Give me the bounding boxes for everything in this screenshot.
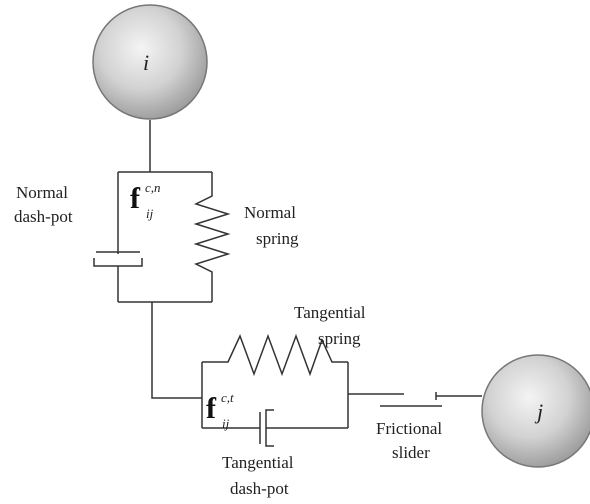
normal-dashpot-label-1: Normal [16,183,68,202]
sphere-j-shape [481,354,590,468]
dashpot-cylinder [93,258,143,267]
tangential-dashpot-label-1: Tangential [222,453,294,472]
normal-force-symbol: f c,n ij [130,180,161,221]
tangential-force-f: f [206,392,217,425]
frictional-slider-label-2: slider [392,443,430,462]
normal-dashpot-label-2: dash-pot [14,207,73,226]
normal-spring-label-2: spring [256,229,299,248]
tangential-branch [201,333,482,447]
tangential-dashpot-label-2: dash-pot [230,479,289,498]
tangential-force-symbol: f c,t ij [206,390,234,431]
tangential-spring-coil [202,333,348,377]
normal-spring-coil [193,172,231,302]
frictional-slider-label-1: Frictional [376,419,442,438]
sphere-i-shape [92,4,208,120]
particle-i: i [92,4,208,120]
tangential-spring-label-1: Tangential [294,303,366,322]
particle-i-label: i [143,50,149,75]
tangential-spring-label-2: spring [318,329,361,348]
particle-j-label: j [534,399,543,424]
wire-to-tangential [151,302,202,399]
normal-spring-label-1: Normal [244,203,296,222]
normal-force-f: f [130,182,141,215]
normal-force-sub: ij [146,206,154,221]
tangential-force-sup: c,t [221,390,234,405]
normal-force-sup: c,n [145,180,161,195]
particle-j: j [481,354,590,468]
normal-branch [93,120,231,399]
tangential-force-sub: ij [222,416,230,431]
